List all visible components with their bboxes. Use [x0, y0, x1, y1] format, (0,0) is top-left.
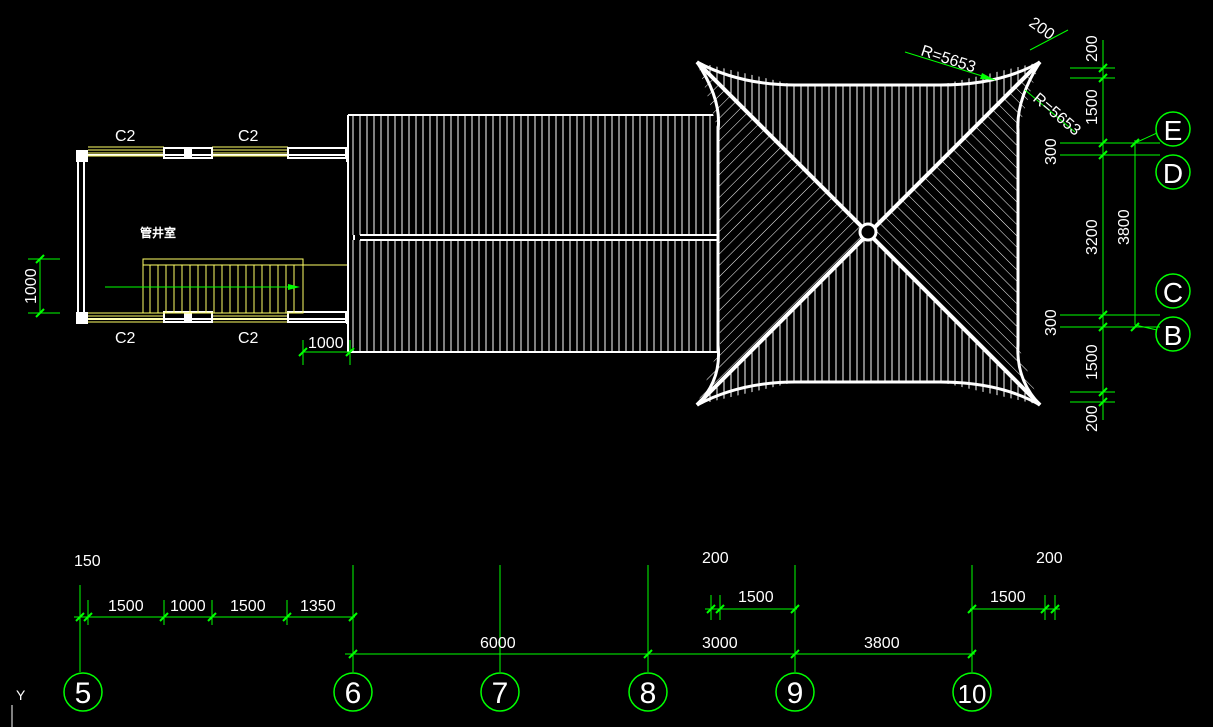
window-top-2	[212, 146, 288, 157]
svg-text:D: D	[1163, 158, 1183, 189]
svg-text:C: C	[1163, 277, 1183, 308]
svg-text:6: 6	[345, 677, 362, 710]
grid-bubble-C: C	[1155, 273, 1191, 309]
grid-bubble-B: B	[1155, 316, 1191, 352]
dimension-label: 200	[702, 550, 729, 567]
dimension-label: 200	[1084, 405, 1101, 432]
window-bottom-2	[212, 312, 288, 323]
pavilion-roof: R=5653 R=5653 200	[695, 14, 1084, 407]
stair	[142, 258, 350, 314]
dimension-label: 1500	[230, 598, 266, 615]
right-dimensions	[1060, 40, 1160, 420]
window-label: C2	[238, 128, 259, 145]
dimension-label: 3000	[702, 635, 738, 652]
svg-text:7: 7	[492, 677, 509, 710]
dimension-label: 300	[1043, 309, 1060, 336]
room-block: 管井室 C2 C2 C2 C2 1000	[23, 128, 358, 347]
dimension-label: 1500	[738, 589, 774, 606]
ucs-icon: Y	[11, 687, 26, 727]
window-label: C2	[115, 128, 136, 145]
grid-bubble-6: 6	[333, 672, 373, 712]
grid-bubble-7: 7	[480, 672, 520, 712]
svg-text:B: B	[1164, 320, 1183, 351]
bottom-dimensions	[74, 565, 1060, 672]
grid-bubble-10: 10	[952, 672, 992, 712]
dimension-label: 3200	[1084, 219, 1101, 255]
dimension-label: 200	[1084, 35, 1101, 62]
dimension-label: 1350	[300, 598, 336, 615]
dimension-label: 3800	[864, 635, 900, 652]
radius-label: R=5653	[919, 43, 978, 77]
dimension-label: 1000	[23, 268, 40, 304]
dimension-label: 1000	[308, 335, 344, 352]
dimension-label: 200	[1036, 550, 1063, 567]
svg-text:8: 8	[640, 677, 657, 710]
grid-bubble-5: 5	[63, 672, 103, 712]
room-label: 管井室	[140, 225, 176, 240]
grid-bubble-9: 9	[775, 672, 815, 712]
window-label: C2	[115, 330, 136, 347]
corridor-roof: 1000	[298, 114, 796, 365]
roof-finial	[858, 222, 878, 242]
dimension-label: 300	[1043, 138, 1060, 165]
dimension-label: 1000	[170, 598, 206, 615]
column	[76, 312, 88, 324]
dimension-label: 1500	[990, 589, 1026, 606]
radius-label: R=5653	[1029, 90, 1083, 139]
window-bottom-1	[88, 312, 164, 323]
svg-text:10: 10	[958, 679, 987, 709]
dimension-label: 6000	[480, 635, 516, 652]
grid-bubble-D: D	[1155, 154, 1191, 190]
dimension-label: 1500	[1084, 344, 1101, 380]
dimension-label: 150	[74, 553, 101, 570]
svg-text:9: 9	[787, 677, 804, 710]
svg-text:E: E	[1164, 115, 1183, 146]
dimension-label: 1500	[108, 598, 144, 615]
grid-bubble-8: 8	[628, 672, 668, 712]
svg-text:Y: Y	[16, 687, 26, 703]
svg-text:5: 5	[75, 677, 92, 710]
window-top-1	[88, 146, 164, 157]
column	[76, 150, 88, 162]
dimension-label: 1500	[1084, 89, 1101, 125]
window-label: C2	[238, 330, 259, 347]
room-outline	[77, 154, 355, 320]
dimension-label: 3800	[1116, 209, 1133, 245]
grid-bubble-E: E	[1155, 111, 1191, 147]
dimension-label: 200	[1026, 14, 1058, 43]
